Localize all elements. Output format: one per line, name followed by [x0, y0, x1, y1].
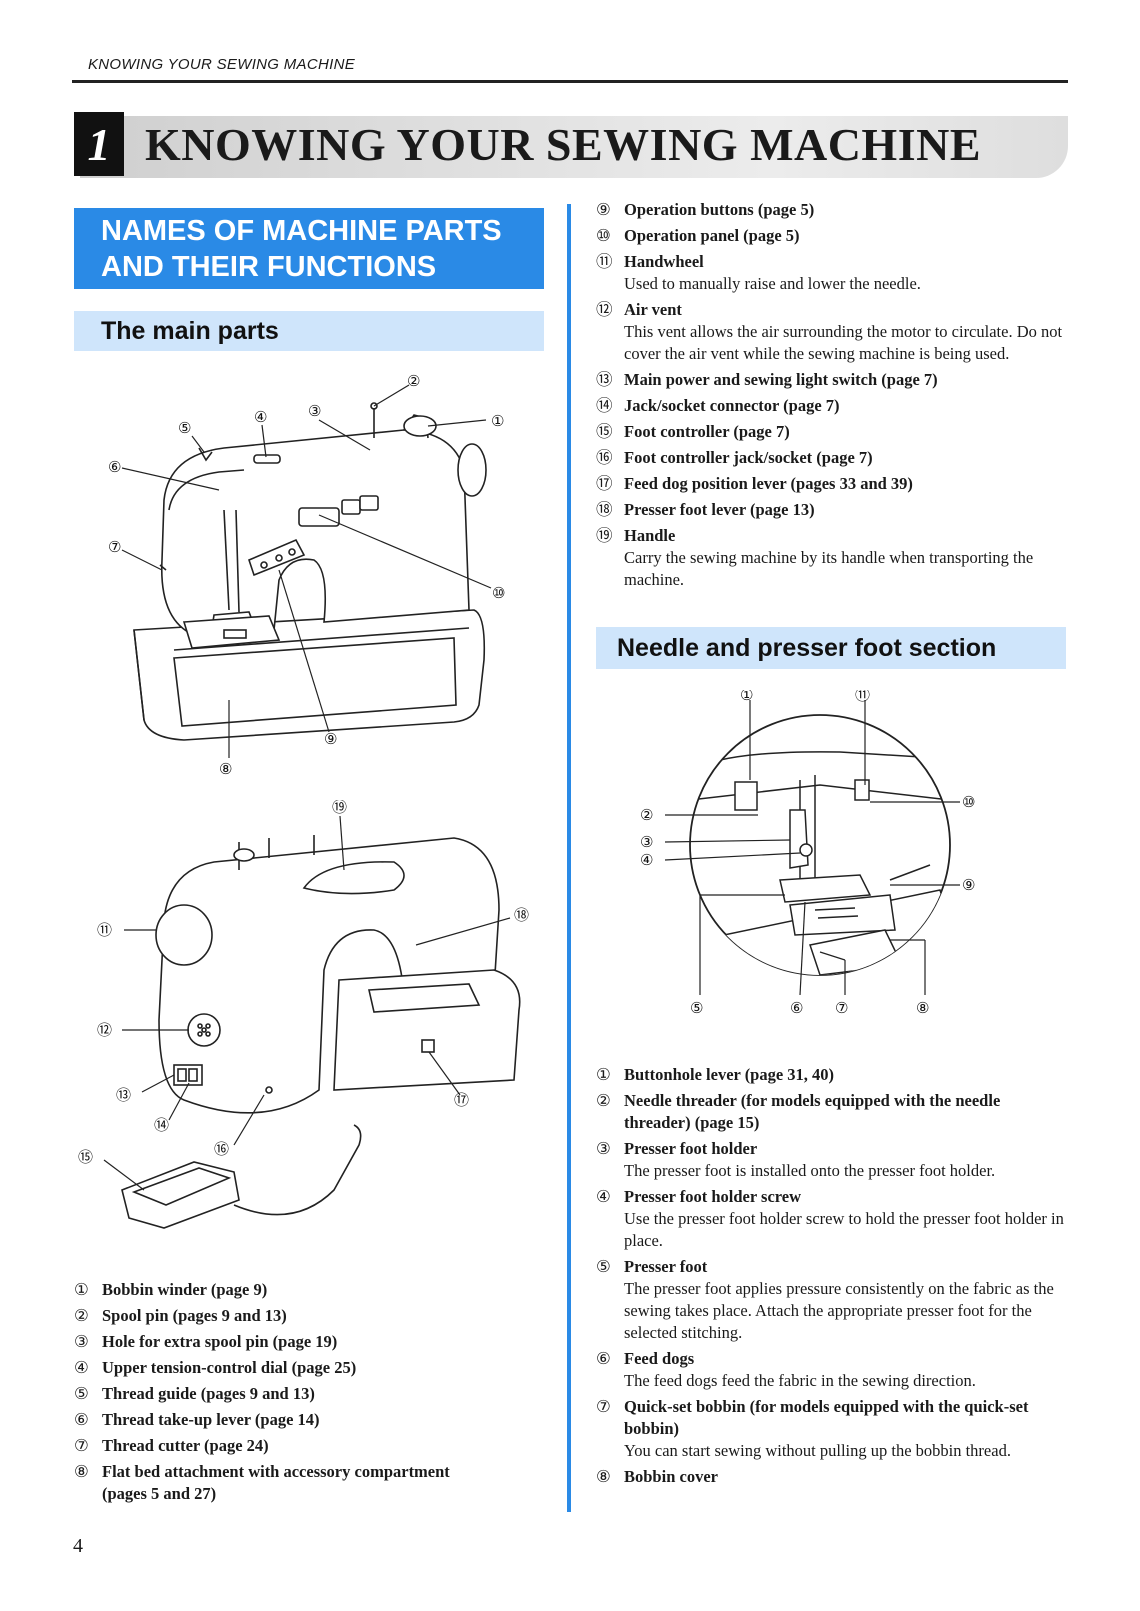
callout-17: ⑰	[454, 1091, 469, 1109]
needle-callout-2: ②	[640, 806, 653, 824]
main-parts-heading-text: The main parts	[101, 316, 279, 345]
callout-11: ⑪	[97, 921, 112, 939]
callout-16: ⑯	[214, 1140, 229, 1158]
top-callouts: ① ② ③ ④ ⑤ ⑥ ⑦ ⑧ ⑨ ⑩	[108, 372, 505, 778]
callout-9: ⑨	[324, 730, 337, 748]
callout-15: ⑮	[78, 1148, 93, 1166]
section-heading-line2: AND THEIR FUNCTIONS	[101, 251, 437, 283]
chapter-band	[80, 116, 1068, 178]
section-heading: NAMES OF MACHINE PARTS AND THEIR FUNCTIO…	[74, 208, 544, 289]
needle-callout-6: ⑥	[790, 999, 803, 1017]
header-rule	[72, 80, 1068, 83]
needle-callout-3: ③	[640, 833, 653, 851]
bottom-callouts: ⑱ ⑲ ⑪ ⑫ ⑬ ⑭ ⑮ ⑯ ⑰	[78, 800, 529, 1166]
callout-1: ①	[491, 412, 504, 430]
main-parts-heading: The main parts	[74, 311, 544, 351]
callout-8: ⑧	[219, 760, 232, 778]
callout-6: ⑥	[108, 458, 121, 476]
callout-4: ④	[254, 408, 267, 426]
column-divider	[567, 204, 571, 1512]
needle-callout-10: ⑩	[962, 793, 975, 811]
needle-callout-11: ⑪	[855, 690, 870, 704]
needle-callout-8: ⑧	[916, 999, 929, 1017]
needle-section-heading-text: Needle and presser foot section	[617, 633, 997, 662]
machine-back-figure: ⑱ ⑲ ⑪ ⑫ ⑬ ⑭ ⑮ ⑯ ⑰	[78, 800, 529, 1229]
needle-callout-7: ⑦	[835, 999, 848, 1017]
needle-section-heading: Needle and presser foot section	[596, 627, 1066, 669]
needle-area-figure: ① ⑪ ② ③ ④ ⑤ ⑥ ⑦ ⑧ ⑨ ⑩	[640, 690, 975, 1017]
needle-callout-4: ④	[640, 851, 653, 869]
needle-callouts: ① ⑪ ② ③ ④ ⑤ ⑥ ⑦ ⑧ ⑨ ⑩	[640, 690, 975, 1017]
callout-10: ⑩	[492, 584, 505, 602]
chapter-title: KNOWING YOUR SEWING MACHINE	[145, 119, 982, 170]
callout-5: ⑤	[178, 419, 191, 437]
callout-7: ⑦	[108, 538, 121, 556]
needle-callout-1: ①	[740, 690, 753, 704]
page-number: 4	[73, 1535, 83, 1557]
callout-18: ⑱	[514, 906, 529, 924]
needle-callout-9: ⑨	[962, 876, 975, 894]
chapter-number: 1	[74, 112, 124, 176]
callout-19: ⑲	[332, 800, 347, 816]
callout-13: ⑬	[116, 1086, 131, 1104]
section-heading-line1: NAMES OF MACHINE PARTS	[101, 215, 502, 247]
needle-callout-5: ⑤	[690, 999, 703, 1017]
machine-front-figure: ① ② ③ ④ ⑤ ⑥ ⑦ ⑧ ⑨ ⑩	[108, 372, 505, 778]
callout-14: ⑭	[154, 1116, 169, 1134]
callout-3: ③	[308, 402, 321, 420]
callout-2: ②	[407, 372, 420, 390]
running-head: KNOWING YOUR SEWING MACHINE	[88, 56, 356, 73]
callout-12: ⑫	[97, 1021, 112, 1039]
